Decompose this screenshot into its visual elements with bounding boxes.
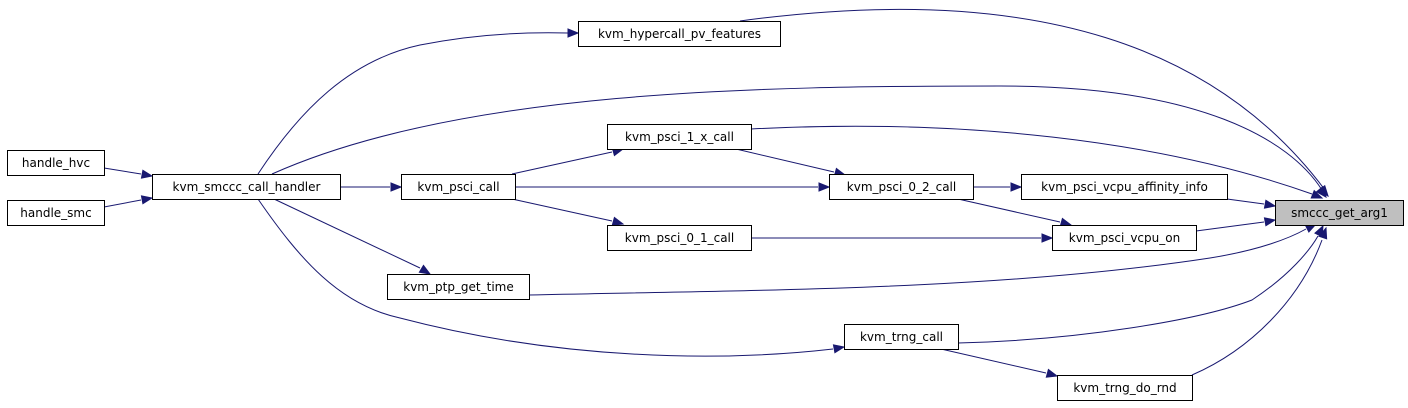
arrow-head-icon — [140, 195, 154, 205]
edge-line — [957, 198, 1061, 223]
arrow-head-icon — [1263, 199, 1277, 209]
edge-line — [511, 198, 613, 222]
node-kvm-smccc-call-handler[interactable]: kvm_smccc_call_handler — [152, 174, 341, 200]
nodes-layer: smccc_get_arg1 kvm_hypercall_pv_featuresk… — [7, 21, 1404, 401]
edge-line — [271, 85, 1323, 191]
node-box — [1021, 174, 1228, 200]
node-kvm-trng-call[interactable]: kvm_trng_call — [844, 324, 959, 350]
node-kvm-ptp-get-time[interactable]: kvm_ptp_get_time — [387, 274, 530, 300]
arrow-head-icon — [1041, 233, 1054, 243]
node-box — [7, 200, 105, 226]
edge-line — [528, 228, 1307, 296]
node-kvm-psci-call[interactable]: kvm_psci_call — [401, 174, 516, 200]
node-label: kvm_psci_call — [417, 180, 499, 194]
edge-line — [739, 8, 1326, 191]
edge-kvm_psci_0_2_call-to-kvm_psci_vcpu_on — [957, 198, 1073, 227]
node-label: kvm_ptp_get_time — [403, 280, 514, 294]
edge-line — [1226, 198, 1265, 205]
node-smccc-get-arg1[interactable]: smccc_get_arg1 — [1275, 200, 1404, 226]
arrow-head-icon — [140, 169, 154, 179]
arrow-head-icon — [1315, 185, 1327, 199]
edge-line — [273, 198, 421, 269]
node-kvm-psci-0-2-call[interactable]: kvm_psci_0_2_call — [829, 174, 974, 200]
node-label: kvm_hypercall_pv_features — [598, 27, 761, 41]
node-kvm-trng-do-rnd[interactable]: kvm_trng_do_rnd — [1057, 375, 1193, 401]
edge-kvm_psci_0_2_call-to-kvm_psci_vcpu_affinity_info — [973, 182, 1023, 192]
arrow-head-icon — [818, 182, 831, 192]
node-label: kvm_psci_vcpu_on — [1069, 231, 1180, 245]
node-box — [829, 174, 974, 200]
edge-kvm_psci_0_1_call-to-kvm_psci_vcpu_on — [751, 233, 1054, 243]
arrow-head-icon — [611, 216, 625, 226]
edge-line — [940, 348, 1047, 374]
node-kvm-psci-vcpu-affinity-info[interactable]: kvm_psci_vcpu_affinity_info — [1021, 174, 1228, 200]
edge-line — [750, 125, 1313, 195]
edge-kvm_psci_1_x_call-to-smccc_get_arg1 — [750, 125, 1324, 199]
node-box — [401, 174, 516, 200]
node-handle-smc[interactable]: handle_smc — [7, 200, 105, 226]
edge-kvm_psci_call-to-kvm_psci_0_2_call — [515, 182, 831, 192]
node-box — [578, 21, 781, 47]
node-box — [607, 124, 752, 150]
edge-kvm_trng_do_rnd-to-smccc_get_arg1 — [1191, 226, 1328, 376]
node-label: handle_smc — [20, 206, 91, 220]
edges-layer — [103, 8, 1329, 378]
arrow-head-icon — [1263, 217, 1277, 227]
node-kvm-psci-vcpu-on[interactable]: kvm_psci_vcpu_on — [1052, 225, 1197, 251]
edge-kvm_trng_call-to-kvm_trng_do_rnd — [940, 348, 1059, 378]
arrow-head-icon — [1010, 182, 1023, 192]
edge-handle_hvc-to-kvm_smccc_call_handler — [103, 167, 154, 179]
node-label: handle_hvc — [22, 156, 90, 170]
node-box — [844, 324, 959, 350]
arrow-head-icon — [1310, 189, 1324, 199]
node-label: kvm_trng_do_rnd — [1073, 381, 1176, 395]
edge-line — [511, 151, 613, 175]
arrow-head-icon — [418, 264, 432, 275]
arrow-head-icon — [390, 182, 403, 192]
edge-handle_smc-to-kvm_smccc_call_handler — [103, 195, 154, 208]
edge-kvm_smccc_call_handler-to-kvm_trng_call — [257, 198, 846, 357]
node-label: kvm_psci_vcpu_affinity_info — [1041, 180, 1208, 194]
edge-kvm_smccc_call_handler-to-kvm_ptp_get_time — [273, 198, 432, 275]
edge-kvm_smccc_call_handler-to-smccc_get_arg1 — [271, 85, 1327, 199]
edge-kvm_psci_vcpu_affinity_info-to-smccc_get_arg1 — [1226, 198, 1277, 209]
edge-kvm_smccc_call_handler-to-kvm_hypercall_pv_features — [257, 28, 580, 175]
edge-kvm_hypercall_pv_features-to-smccc_get_arg1 — [739, 8, 1329, 198]
node-label: kvm_smccc_call_handler — [173, 180, 321, 194]
edge-kvm_psci_1_x_call-to-kvm_psci_0_2_call — [735, 148, 847, 177]
edge-line — [957, 235, 1319, 344]
node-kvm-psci-0-1-call[interactable]: kvm_psci_0_1_call — [607, 225, 752, 251]
node-box — [7, 150, 105, 176]
node-box — [387, 274, 530, 300]
node-box — [607, 225, 752, 251]
edge-line — [1191, 239, 1323, 376]
node-box — [1275, 200, 1404, 226]
node-label: smccc_get_arg1 — [1291, 206, 1388, 220]
edge-line — [103, 167, 142, 175]
node-label: kvm_psci_0_1_call — [625, 231, 734, 245]
node-label: kvm_psci_0_2_call — [847, 180, 956, 194]
edge-line — [257, 198, 834, 357]
edge-line — [257, 32, 569, 175]
arrow-head-icon — [1045, 368, 1059, 378]
arrow-head-icon — [567, 28, 580, 38]
node-kvm-psci-1-x-call[interactable]: kvm_psci_1_x_call — [607, 124, 752, 150]
node-label: kvm_psci_1_x_call — [625, 130, 734, 144]
arrow-head-icon — [832, 344, 846, 354]
edge-kvm_smccc_call_handler-to-kvm_psci_call — [340, 182, 403, 192]
node-handle-hvc[interactable]: handle_hvc — [7, 150, 105, 176]
node-box — [152, 174, 341, 200]
node-label: kvm_trng_call — [860, 330, 943, 344]
node-kvm-hypercall-pv-features[interactable]: kvm_hypercall_pv_features — [578, 21, 781, 47]
node-box — [1052, 225, 1197, 251]
edge-kvm_psci_call-to-kvm_psci_0_1_call — [511, 198, 625, 226]
edge-kvm_psci_vcpu_on-to-smccc_get_arg1 — [1195, 217, 1277, 232]
edge-line — [735, 148, 835, 173]
node-box — [1057, 375, 1193, 401]
edge-line — [103, 199, 142, 208]
edge-line — [1195, 221, 1265, 232]
edge-kvm_psci_call-to-kvm_psci_1_x_call — [511, 147, 625, 175]
arrow-head-icon — [1318, 226, 1328, 240]
